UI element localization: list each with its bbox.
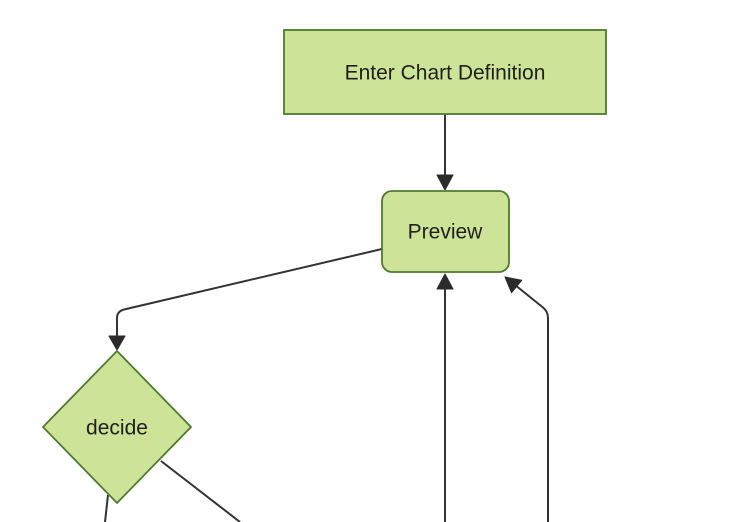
edge-line (160, 460, 241, 522)
arrowhead-down-icon (108, 335, 126, 351)
edge-enter-chart-definition-to-preview (436, 114, 454, 191)
node-label: decide (86, 416, 148, 439)
flowchart-node-preview: Preview (381, 190, 510, 273)
node-diamond (41, 349, 193, 505)
node-rectangle (283, 29, 607, 115)
flowchart-node-decide: decide (41, 349, 193, 505)
edge-line (116, 248, 383, 337)
flowchart-node-enter-chart-definition: Enter Chart Definition (283, 29, 607, 115)
edge-line (104, 494, 109, 522)
node-label: Enter Chart Definition (345, 61, 546, 84)
edge-bottom-right-to-preview (504, 276, 549, 522)
edge-decide-to-bottom-right (160, 460, 241, 522)
arrowhead-up-left-icon (504, 276, 523, 294)
node-rounded-rectangle (381, 190, 510, 273)
arrowhead-up-icon (436, 273, 454, 290)
edge-preview-to-decide (108, 248, 383, 351)
edge-line (516, 285, 549, 522)
edge-decide-to-bottom-left (104, 494, 109, 522)
arrowhead-down-icon (436, 174, 454, 191)
node-label: Preview (408, 220, 484, 243)
edge-bottom-center-to-preview (436, 273, 454, 522)
